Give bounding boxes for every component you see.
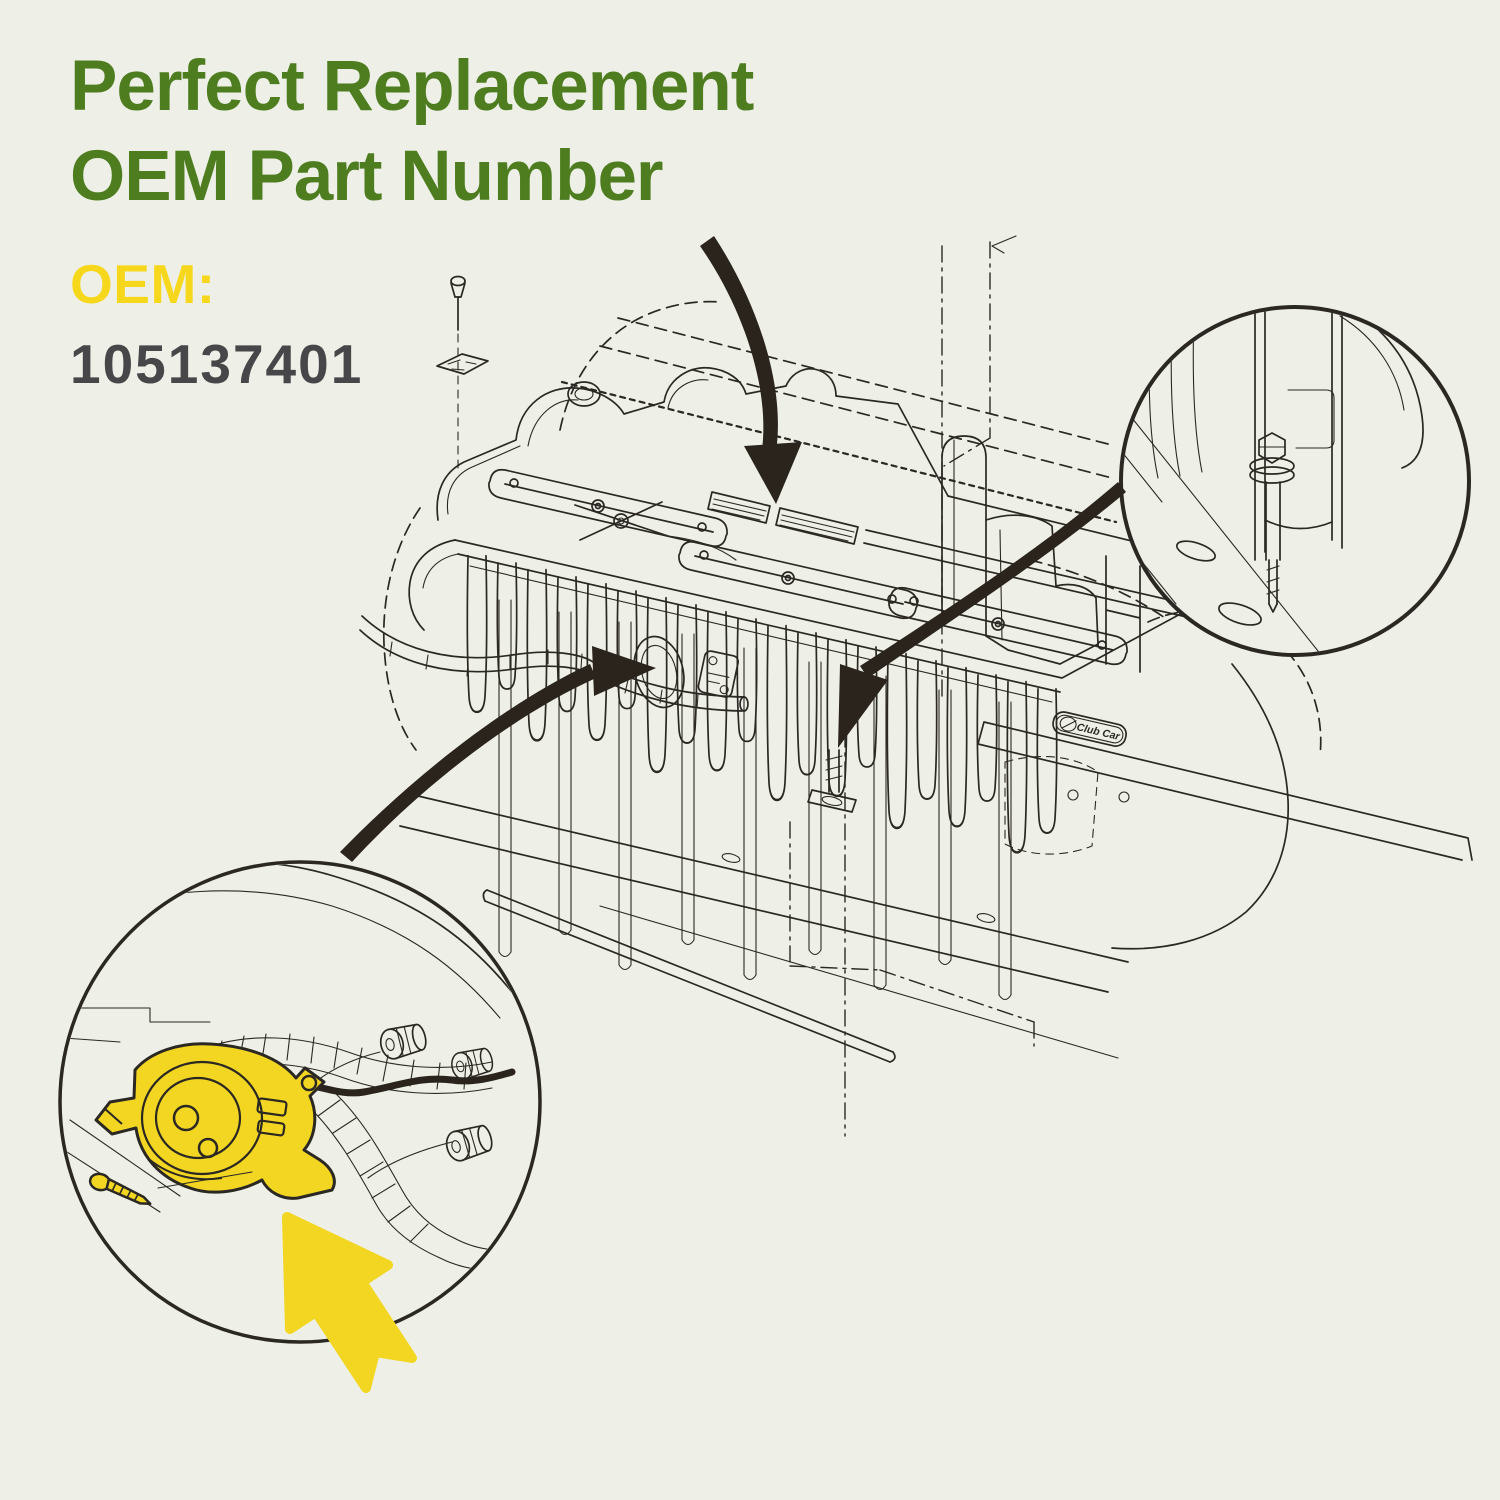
battery-compartment xyxy=(359,366,1259,1063)
oem-label: OEM: xyxy=(70,253,216,316)
receptacle-mount-location xyxy=(633,635,739,709)
yellow-highlight-arrow xyxy=(282,1212,417,1393)
inner-divider-posts xyxy=(498,599,1012,1001)
pointer-arrows xyxy=(340,236,1126,862)
arrow-from-receptacle-detail xyxy=(340,646,656,862)
exploded-screw-and-clip xyxy=(436,275,489,471)
hold-down-rod-bracket xyxy=(574,501,737,561)
page-title: Perfect Replacement OEM Part Number xyxy=(70,42,754,222)
frame-bolt-and-slot xyxy=(807,749,857,813)
rocker-trim-strip xyxy=(482,889,896,1063)
arrow-from-bolt-detail xyxy=(838,482,1126,748)
floor-pan xyxy=(399,795,1129,1059)
hex-bolt xyxy=(1249,432,1295,613)
receptacle-screw-highlighted xyxy=(88,1172,152,1206)
vehicle-badge: Club Car xyxy=(1052,711,1127,747)
receptacle-detail-content xyxy=(63,864,538,1271)
title-line-2: OEM Part Number xyxy=(70,137,664,217)
harness-connectors xyxy=(379,1023,494,1162)
warning-labels xyxy=(707,491,859,545)
header: Perfect Replacement OEM Part Number OEM:… xyxy=(70,42,754,396)
callout-bolt-detail xyxy=(1119,305,1471,657)
callout-receptacle-detail xyxy=(58,860,542,1344)
charger-receptacle-highlighted xyxy=(94,1042,336,1200)
part-number: 105137401 xyxy=(70,333,364,396)
arrow-top xyxy=(700,236,802,504)
title-line-1: Perfect Replacement xyxy=(70,47,754,126)
